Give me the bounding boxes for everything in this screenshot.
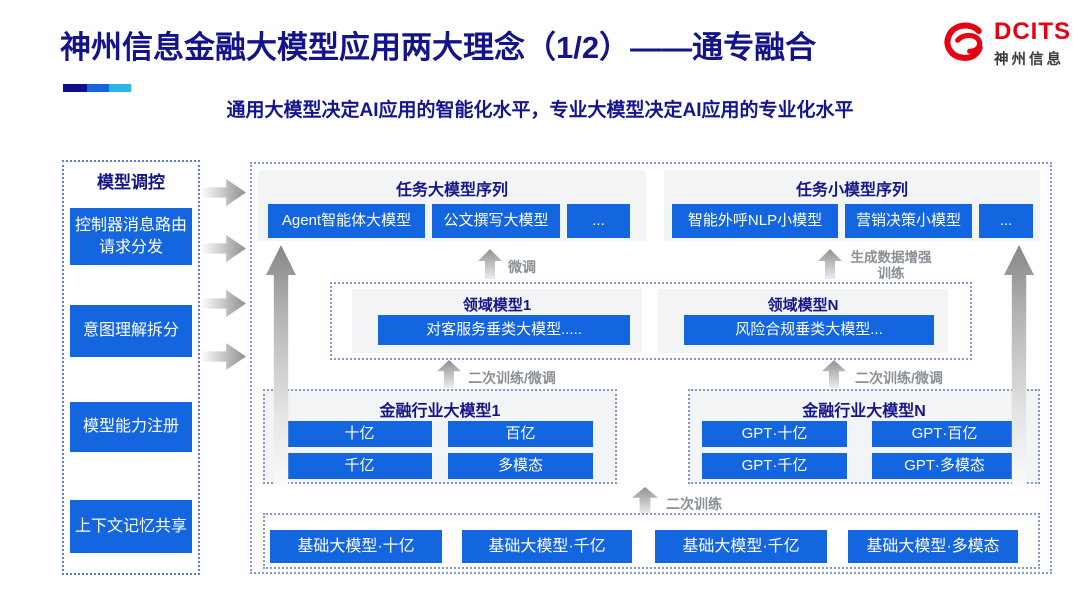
model-chip-1b: 十亿: [287, 421, 432, 447]
task-large-model-group-title: 任务大模型序列: [395, 182, 508, 199]
logo-brand-cn-text: 神州信息: [994, 52, 1064, 68]
right-arrow-icon: [202, 290, 246, 317]
logo-text: DCITS 神州信息: [994, 20, 1071, 69]
right-arrow-icon: [202, 179, 246, 206]
model-chip-gpt-10b: GPT·百亿: [872, 421, 1017, 447]
arrow-label-retrain-finetune-left: 二次训练/微调: [468, 370, 556, 386]
model-chip-risk-compliance: 风险合规垂类大模型...: [684, 315, 934, 345]
model-architecture-frame: [250, 162, 1052, 574]
accent-segment-navy: [63, 84, 87, 92]
model-chip-base-100b-b: 基础大模型·千亿: [655, 530, 827, 563]
logo-swirl-icon: [944, 22, 983, 61]
domain-model-group-n-title: 领域模型N: [767, 297, 839, 314]
accent-segment-cyan: [109, 84, 131, 92]
domain-model-group-1-title: 领域模型1: [462, 297, 532, 314]
sidebar-item-capability-register: 模型能力注册: [70, 402, 192, 452]
model-chip-base-multimodal: 基础大模型·多模态: [848, 530, 1018, 563]
model-chip-gpt-100b: GPT·千亿: [702, 453, 847, 479]
model-chip-gpt-multimodal: GPT·多模态: [872, 453, 1017, 479]
arrow-label-retrain: 二次训练: [666, 496, 722, 512]
model-chip-outbound-nlp: 智能外呼NLP小模型: [672, 204, 838, 238]
model-chip-agent: Agent智能体大模型: [268, 204, 425, 238]
model-chip-10b: 百亿: [448, 421, 593, 447]
arrow-label-gen-data-training: 生成数据增强训练: [850, 250, 932, 281]
subtitle: 通用大模型决定AI应用的智能化水平，专业大模型决定AI应用的专业化水平: [226, 100, 854, 121]
right-arrow-icon: [202, 343, 246, 370]
model-chip-100b: 千亿: [287, 453, 432, 479]
sidebar-title: 模型调控: [97, 173, 165, 192]
model-chip-ellipsis: ...: [567, 204, 630, 238]
page-title: 神州信息金融大模型应用两大理念（1/2）——通专融合: [60, 30, 817, 65]
sidebar-item-intent-split: 意图理解拆分: [70, 305, 192, 357]
sidebar-item-controller-routing: 控制器消息路由请求分发: [70, 208, 192, 265]
arrow-label-fine-tune: 微调: [508, 259, 536, 275]
task-small-model-group-title: 任务小模型序列: [795, 182, 908, 199]
industry-model-group-1-title: 金融行业大模型1: [379, 403, 501, 420]
model-chip-marketing-decision: 营销决策小模型: [845, 204, 972, 238]
model-chip-base-1b: 基础大模型·十亿: [270, 530, 442, 563]
model-chip-document-writing: 公文撰写大模型: [432, 204, 560, 238]
model-chip-multimodal: 多模态: [448, 453, 593, 479]
model-chip-gpt-1b: GPT·十亿: [702, 421, 847, 447]
model-chip-customer-service: 对客服务垂类大模型.....: [378, 315, 630, 345]
model-chip-ellipsis: ...: [979, 204, 1033, 238]
dcits-logo: DCITS 神州信息: [942, 20, 1071, 69]
title-accent-bar: [63, 84, 131, 92]
model-chip-base-100b-a: 基础大模型·千亿: [462, 530, 632, 563]
accent-segment-blue: [87, 84, 109, 92]
sidebar-item-context-memory: 上下文记忆共享: [70, 500, 192, 553]
right-arrow-icon: [202, 235, 246, 262]
arrow-label-retrain-finetune-right: 二次训练/微调: [855, 370, 943, 386]
logo-brand-text: DCITS: [994, 18, 1071, 45]
industry-model-group-n-title: 金融行业大模型N: [802, 403, 926, 420]
